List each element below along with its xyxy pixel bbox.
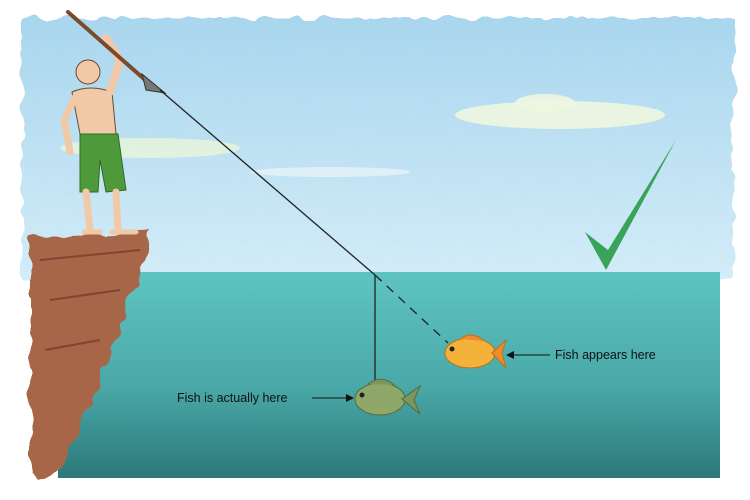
water [58, 272, 720, 478]
apparent-path-line [374, 274, 449, 344]
fish-actual [354, 378, 422, 416]
cloud [250, 167, 410, 177]
fish-apparent [444, 334, 508, 369]
torso [71, 87, 117, 135]
spear [66, 10, 167, 94]
apparent-label: Fish appears here [555, 348, 656, 362]
actual-label: Fish is actually here [177, 391, 288, 405]
arrowhead-icon [346, 394, 354, 402]
cliff [30, 232, 152, 480]
sight-line [159, 89, 376, 276]
head [75, 59, 101, 85]
label-actual: Fish is actually here [177, 391, 354, 405]
cloud [455, 101, 665, 129]
arrowhead-icon [506, 351, 514, 359]
label-apparent: Fish appears here [506, 348, 656, 362]
